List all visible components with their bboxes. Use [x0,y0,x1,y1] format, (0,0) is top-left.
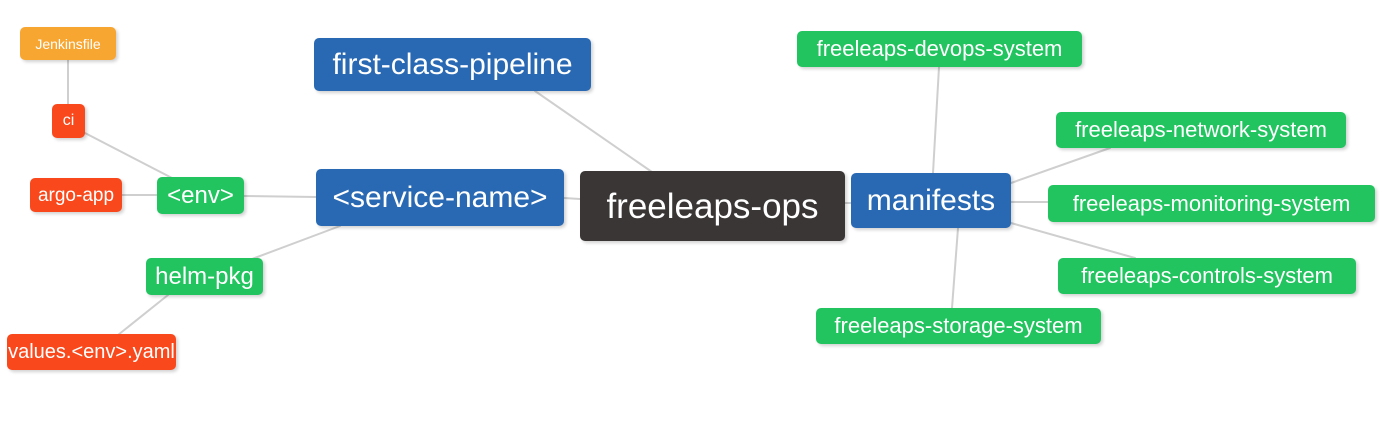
node-label: freeleaps-monitoring-system [1072,190,1351,216]
node-label: Jenkinsfile [35,35,101,52]
edge-manifests-freeleaps-network-system [1010,147,1111,184]
node-label: first-class-pipeline [332,47,573,81]
node-label: values.<env>.yaml [8,341,175,363]
node-values-env-yaml[interactable]: values.<env>.yaml [7,334,176,370]
node-env[interactable]: <env> [157,177,244,214]
node-helm-pkg[interactable]: helm-pkg [146,258,263,295]
node-freeleaps-monitoring-system[interactable]: freeleaps-monitoring-system [1048,185,1375,222]
node-label: helm-pkg [155,262,254,290]
node-label: freeleaps-controls-system [1081,263,1333,288]
node-freeleaps-storage-system[interactable]: freeleaps-storage-system [816,308,1101,344]
edge-env-service-name [243,195,317,198]
edge-ci-env [84,132,173,179]
node-label: freeleaps-ops [606,186,819,226]
node-label: freeleaps-network-system [1075,117,1327,142]
node-label: freeleaps-devops-system [816,36,1063,61]
node-freeleaps-controls-system[interactable]: freeleaps-controls-system [1058,258,1356,294]
node-label: <env> [167,181,234,209]
edge-first-class-pipeline-freeleaps-ops [534,90,653,173]
node-freeleaps-ops[interactable]: freeleaps-ops [580,171,845,241]
node-service-name[interactable]: <service-name> [316,169,564,226]
node-label: manifests [866,183,996,217]
node-label: freeleaps-storage-system [834,313,1083,338]
node-argo-app[interactable]: argo-app [30,178,122,212]
node-label: argo-app [37,184,115,206]
node-freeleaps-devops-system[interactable]: freeleaps-devops-system [797,31,1082,67]
node-label: ci [62,112,75,129]
node-jenkinsfile[interactable]: Jenkinsfile [20,27,116,60]
edge-service-name-freeleaps-ops [563,197,581,200]
edge-service-name-helm-pkg [251,225,341,260]
edge-manifests-freeleaps-controls-system [1010,222,1136,259]
edge-helm-pkg-values-env-yaml [117,294,169,336]
edge-manifests-freeleaps-storage-system [951,227,959,309]
node-first-class-pipeline[interactable]: first-class-pipeline [314,38,591,91]
node-manifests[interactable]: manifests [851,173,1011,228]
node-label: <service-name> [332,180,548,214]
node-freeleaps-network-system[interactable]: freeleaps-network-system [1056,112,1346,148]
edge-freeleaps-devops-system-manifests [932,66,940,174]
node-ci[interactable]: ci [52,104,85,138]
